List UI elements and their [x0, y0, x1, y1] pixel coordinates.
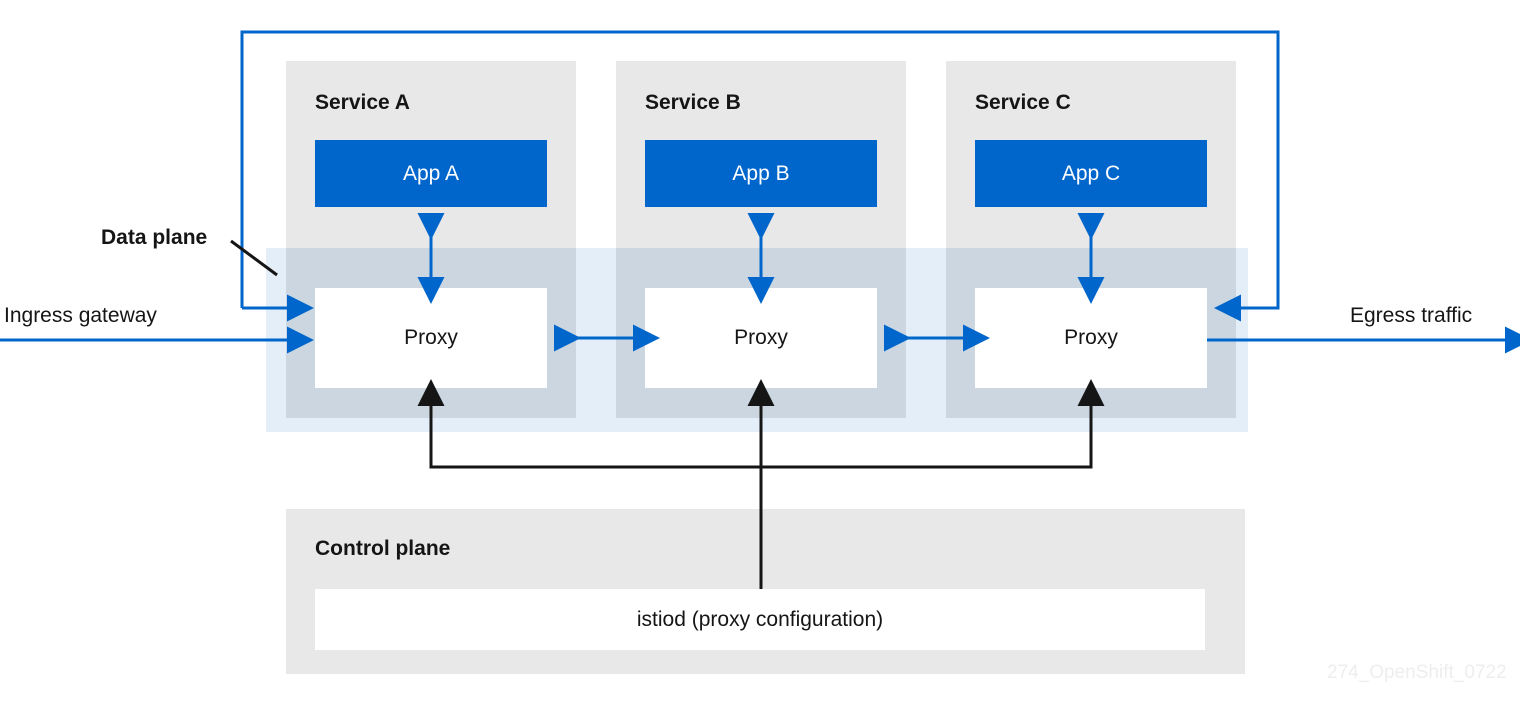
- proxy-c-label: Proxy: [1064, 326, 1118, 349]
- data-plane-leader-line: [230, 239, 278, 277]
- data-plane-label: Data plane: [101, 226, 208, 249]
- istiod-label: istiod (proxy configuration): [636, 607, 884, 631]
- istiod-to-proxy-a-connector: [417, 379, 761, 469]
- service-a-title: Service A: [315, 91, 410, 114]
- app-a-label: App A: [402, 161, 460, 185]
- egress-traffic-label: Egress traffic: [1350, 304, 1473, 327]
- service-b-title: Service B: [645, 91, 741, 114]
- app-b-label: App B: [732, 161, 790, 185]
- ingress-gateway-label: Ingress gateway: [4, 304, 157, 327]
- watermark: 274_OpenShift_0722: [1327, 662, 1507, 683]
- control-plane-title: Control plane: [315, 537, 451, 560]
- istiod-to-proxy-c-connector: [761, 379, 1105, 469]
- service-c-title: Service C: [975, 91, 1071, 114]
- proxy-b-label: Proxy: [734, 326, 788, 349]
- proxy-a-label: Proxy: [404, 326, 458, 349]
- app-c-label: App C: [1061, 161, 1121, 185]
